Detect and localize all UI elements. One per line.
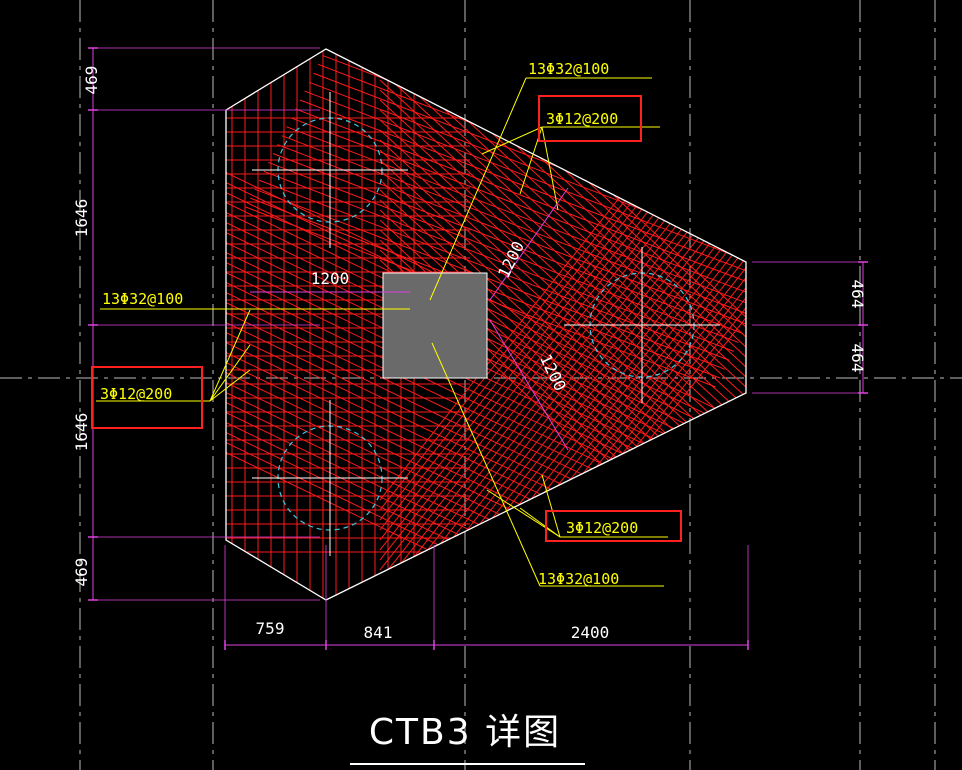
- label-bottom-stirrup: 3Φ12@200: [566, 519, 638, 537]
- dim-right-upper: 464: [848, 280, 867, 309]
- label-bottom-main: 13Φ32@100: [538, 570, 619, 588]
- rebar-diag-a: [354, 49, 746, 174]
- dim-pier-top: 1200: [311, 269, 350, 288]
- drawing-title: CTB3 详图: [369, 712, 561, 753]
- leader-bottom-main: [431, 342, 541, 587]
- rebar-diag-a: [272, 153, 744, 334]
- rebar-diag-a: [358, 49, 746, 165]
- rebar-diag-a: [345, 49, 746, 192]
- pier-column: [382, 272, 488, 379]
- highlight-box-top: [538, 95, 642, 142]
- dim-right-lower: 464: [848, 344, 867, 373]
- rebar-diag-a: [286, 126, 746, 308]
- rebar-diag-b: [379, 69, 746, 421]
- rebar-diag-a: [254, 188, 725, 370]
- rebar-diag-a: [308, 81, 746, 263]
- dim-pier-diag-upper-line: [489, 187, 569, 301]
- rebar-diag-d: [226, 379, 746, 600]
- highlight-box-bottom: [545, 510, 682, 542]
- label-left-main: 13Φ32@100: [102, 290, 183, 308]
- highlight-box-left: [91, 366, 203, 429]
- rebar-diag-b: [379, 99, 746, 451]
- dim-bottom-1: 759: [256, 619, 285, 638]
- rebar-diag-c: [379, 219, 746, 600]
- rebar-diag-b: [379, 109, 746, 461]
- leader-bottom-stirrup-b: [519, 507, 561, 538]
- cap-outline-polygon: [225, 48, 747, 601]
- leader-bottom-stirrup-a: [486, 489, 561, 538]
- dim-bottom-2: 841: [364, 623, 393, 642]
- dim-left-upper: 1646: [72, 199, 91, 238]
- rebar-diag-c: [379, 209, 746, 600]
- rebar-diag-c: [379, 229, 746, 600]
- leader-left-stirrup-c: [209, 369, 251, 402]
- rebar-diag-c: [379, 199, 746, 600]
- dim-left-lower: 1646: [72, 413, 91, 452]
- leader-top-stirrup-a: [481, 126, 543, 155]
- label-top-stirrup: 3Φ12@200: [546, 110, 618, 128]
- leader-left-stirrup-b: [209, 344, 251, 402]
- rebar-diag-b: [379, 89, 746, 441]
- pier-square: [382, 272, 488, 379]
- rebar-diag-a: [268, 161, 739, 343]
- dim-pier-diag-lower-line: [489, 319, 569, 451]
- cap-outline: [225, 48, 747, 601]
- dim-left-top: 469: [82, 66, 101, 95]
- dim-pier-diag-lower: 1200: [536, 351, 570, 394]
- rebar-diag-a: [259, 179, 730, 361]
- label-left-stirrup: 3Φ12@200: [100, 385, 172, 403]
- rebar-diag-a: [349, 49, 746, 183]
- label-top-main: 13Φ32@100: [528, 60, 609, 78]
- leader-top-main: [429, 77, 527, 301]
- pile-group: [252, 92, 720, 556]
- dim-bottom-3: 2400: [571, 623, 610, 642]
- rebar-diag-b: [379, 119, 746, 471]
- rebar-diag-a: [299, 99, 746, 281]
- rebar-mesh: [226, 49, 746, 600]
- rebar-diag-b: [379, 79, 746, 431]
- dimension-lines: [88, 47, 868, 650]
- leader-top-stirrup-c: [541, 126, 559, 211]
- rebar-diag-b: [379, 59, 746, 411]
- leader-bottom-stirrup-c: [541, 474, 561, 538]
- dim-left-bottom: 469: [72, 558, 91, 587]
